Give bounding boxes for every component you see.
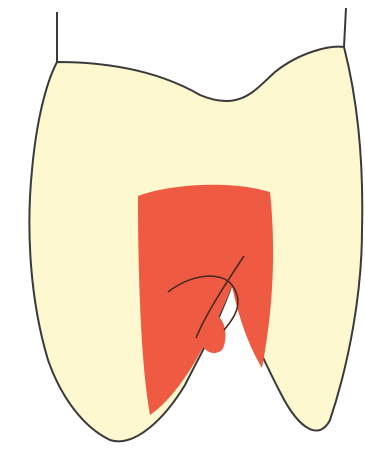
pulp-chamber (138, 185, 273, 415)
root-line-right (344, 8, 346, 47)
